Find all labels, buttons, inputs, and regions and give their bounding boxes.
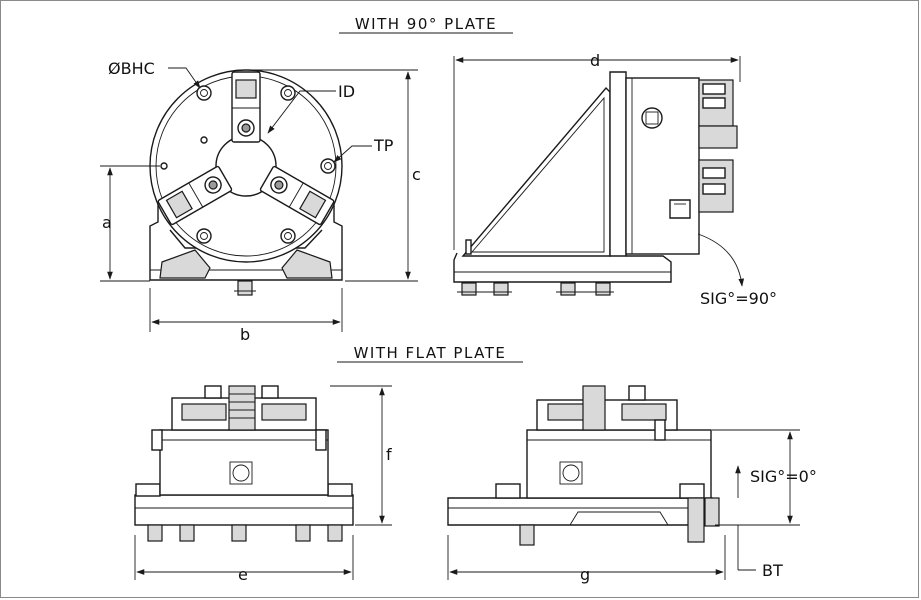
label-sig-90: SIG°=90° [700, 289, 777, 308]
title-with-90-plate: WITH 90° PLATE [355, 15, 497, 33]
label-sig-0: SIG°=0° [750, 467, 817, 486]
label-f: f [386, 445, 392, 464]
label-c: c [412, 165, 421, 184]
flat-side-dimensions [447, 429, 800, 580]
label-a: a [102, 213, 112, 232]
label-e: e [238, 565, 248, 584]
label-id: ID [338, 82, 355, 101]
side-view-flat-plate [447, 385, 720, 546]
front-view-90-plate [149, 69, 343, 296]
label-d: d [590, 51, 600, 70]
front-view-dimensions [100, 67, 418, 332]
label-bhc: ØBHC [108, 59, 155, 78]
side-view-90-plate [453, 71, 745, 296]
label-g: g [580, 565, 590, 584]
flat-front-dimensions [134, 385, 392, 580]
side-view-dimensions [453, 56, 741, 250]
label-tp: TP [373, 136, 394, 155]
label-bt: BT [762, 561, 783, 580]
front-view-flat-plate [134, 385, 354, 542]
title-with-flat-plate: WITH FLAT PLATE [354, 344, 507, 362]
label-b: b [240, 325, 250, 344]
